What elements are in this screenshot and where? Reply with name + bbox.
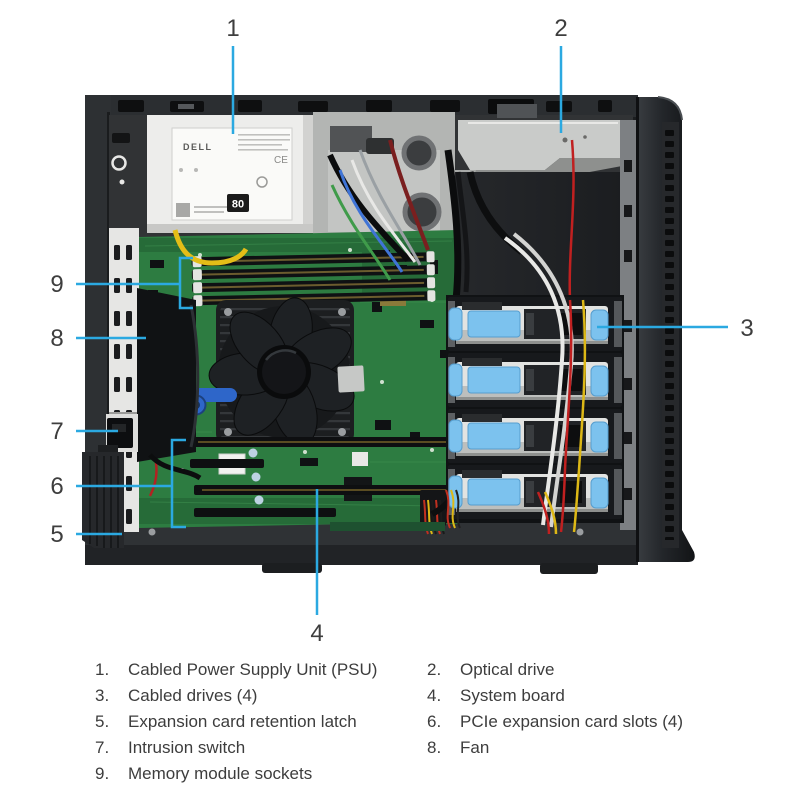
callout-number-2: 2 [554, 15, 567, 42]
psu-cable-bundle [172, 139, 462, 301]
legend-column-left: 1. Cabled Power Supply Unit (PSU) 3. Cab… [95, 658, 415, 788]
pcie-expansion-card-slots [190, 437, 486, 517]
legend-item-label: Fan [460, 738, 490, 757]
callout-number-4: 4 [310, 620, 323, 647]
legend-item-label: PCIe expansion card slots (4) [460, 712, 683, 731]
legend-item: 3. Cabled drives (4) [95, 684, 415, 710]
legend-item: 8. Fan [427, 736, 757, 762]
legend-item: 1. Cabled Power Supply Unit (PSU) [95, 658, 415, 684]
legend-item-label: Cabled drives (4) [128, 686, 258, 705]
legend-item-number: 2. [427, 660, 442, 679]
fan-cable [148, 453, 202, 481]
power-supply-unit: DELL 80 CE [147, 115, 313, 233]
cpu-heatsink-fan [208, 297, 355, 446]
psu-brand-text: DELL [183, 142, 213, 152]
empty-drive-bay [455, 172, 622, 300]
legend-item-number: 7. [95, 738, 110, 757]
legend-item: 2. Optical drive [427, 658, 757, 684]
chassis-foot [540, 563, 598, 574]
chassis-foot [262, 563, 322, 573]
callout-number-6: 6 [50, 473, 63, 500]
callout-line-9 [76, 256, 193, 310]
callout-line-6 [76, 438, 186, 529]
callouts [76, 46, 728, 615]
board-power-connector [420, 490, 446, 535]
drive-cables [445, 232, 587, 535]
legend-item-label: Cabled Power Supply Unit (PSU) [128, 660, 378, 679]
legend-item: 5. Expansion card retention latch [95, 710, 415, 736]
legend-item-number: 5. [95, 712, 110, 731]
legend-item: 9. Memory module sockets [95, 762, 415, 788]
case-fan [137, 288, 202, 481]
psu-80plus-badge [227, 194, 249, 212]
legend-item-number: 8. [427, 738, 442, 757]
panel-grommet [401, 135, 437, 171]
psu-ce-mark: CE [274, 155, 288, 166]
legend-column-right: 2. Optical drive 4. System board 6. PCIe… [427, 658, 757, 762]
legend-item: 7. Intrusion switch [95, 736, 415, 762]
callout-number-7: 7 [50, 418, 63, 445]
callout-numbers: 1 2 3 4 5 6 7 8 9 [50, 15, 753, 647]
legend-item-number: 9. [95, 764, 110, 783]
legend: 1. Cabled Power Supply Unit (PSU) 3. Cab… [0, 658, 800, 798]
callout-number-3: 3 [740, 315, 753, 342]
legend-item-label: Expansion card retention latch [128, 712, 357, 731]
chipset-heatsink [337, 365, 365, 393]
callout-number-8: 8 [50, 325, 63, 352]
legend-item: 6. PCIe expansion card slots (4) [427, 710, 757, 736]
chassis-interior: DELL 80 CE [82, 104, 636, 548]
legend-item-label: Memory module sockets [128, 764, 313, 783]
cabled-drive-3 [447, 408, 623, 464]
cabled-drive-2 [447, 352, 623, 408]
legend-item-label: Intrusion switch [128, 738, 246, 757]
legend-item: 4. System board [427, 684, 757, 710]
psu-qr-code [176, 203, 190, 217]
tower-interior-illustration: DELL 80 CE [50, 15, 753, 647]
chassis-hole [111, 155, 127, 171]
rear-metal-panel [313, 112, 455, 238]
callout-number-9: 9 [50, 271, 63, 298]
legend-item-number: 6. [427, 712, 442, 731]
yellow-power-cable [172, 229, 249, 266]
intrusion-switch [106, 414, 138, 452]
legend-item-label: System board [460, 686, 565, 705]
callout-number-5: 5 [50, 521, 63, 548]
cabled-drives-cage [446, 295, 624, 523]
cabled-drive-1 [447, 296, 623, 352]
legend-item-number: 1. [95, 660, 110, 679]
callout-number-1: 1 [226, 15, 239, 42]
cabled-drive-4 [447, 464, 623, 520]
front-bezel [636, 96, 695, 562]
legend-item-number: 3. [95, 686, 110, 705]
legend-item-number: 4. [427, 686, 442, 705]
system-board [139, 230, 486, 535]
psu-badge-text: 80 [232, 199, 244, 211]
board-label [352, 452, 368, 466]
legend-item-label: Optical drive [460, 660, 555, 679]
expansion-card-retention-latch [82, 445, 124, 548]
